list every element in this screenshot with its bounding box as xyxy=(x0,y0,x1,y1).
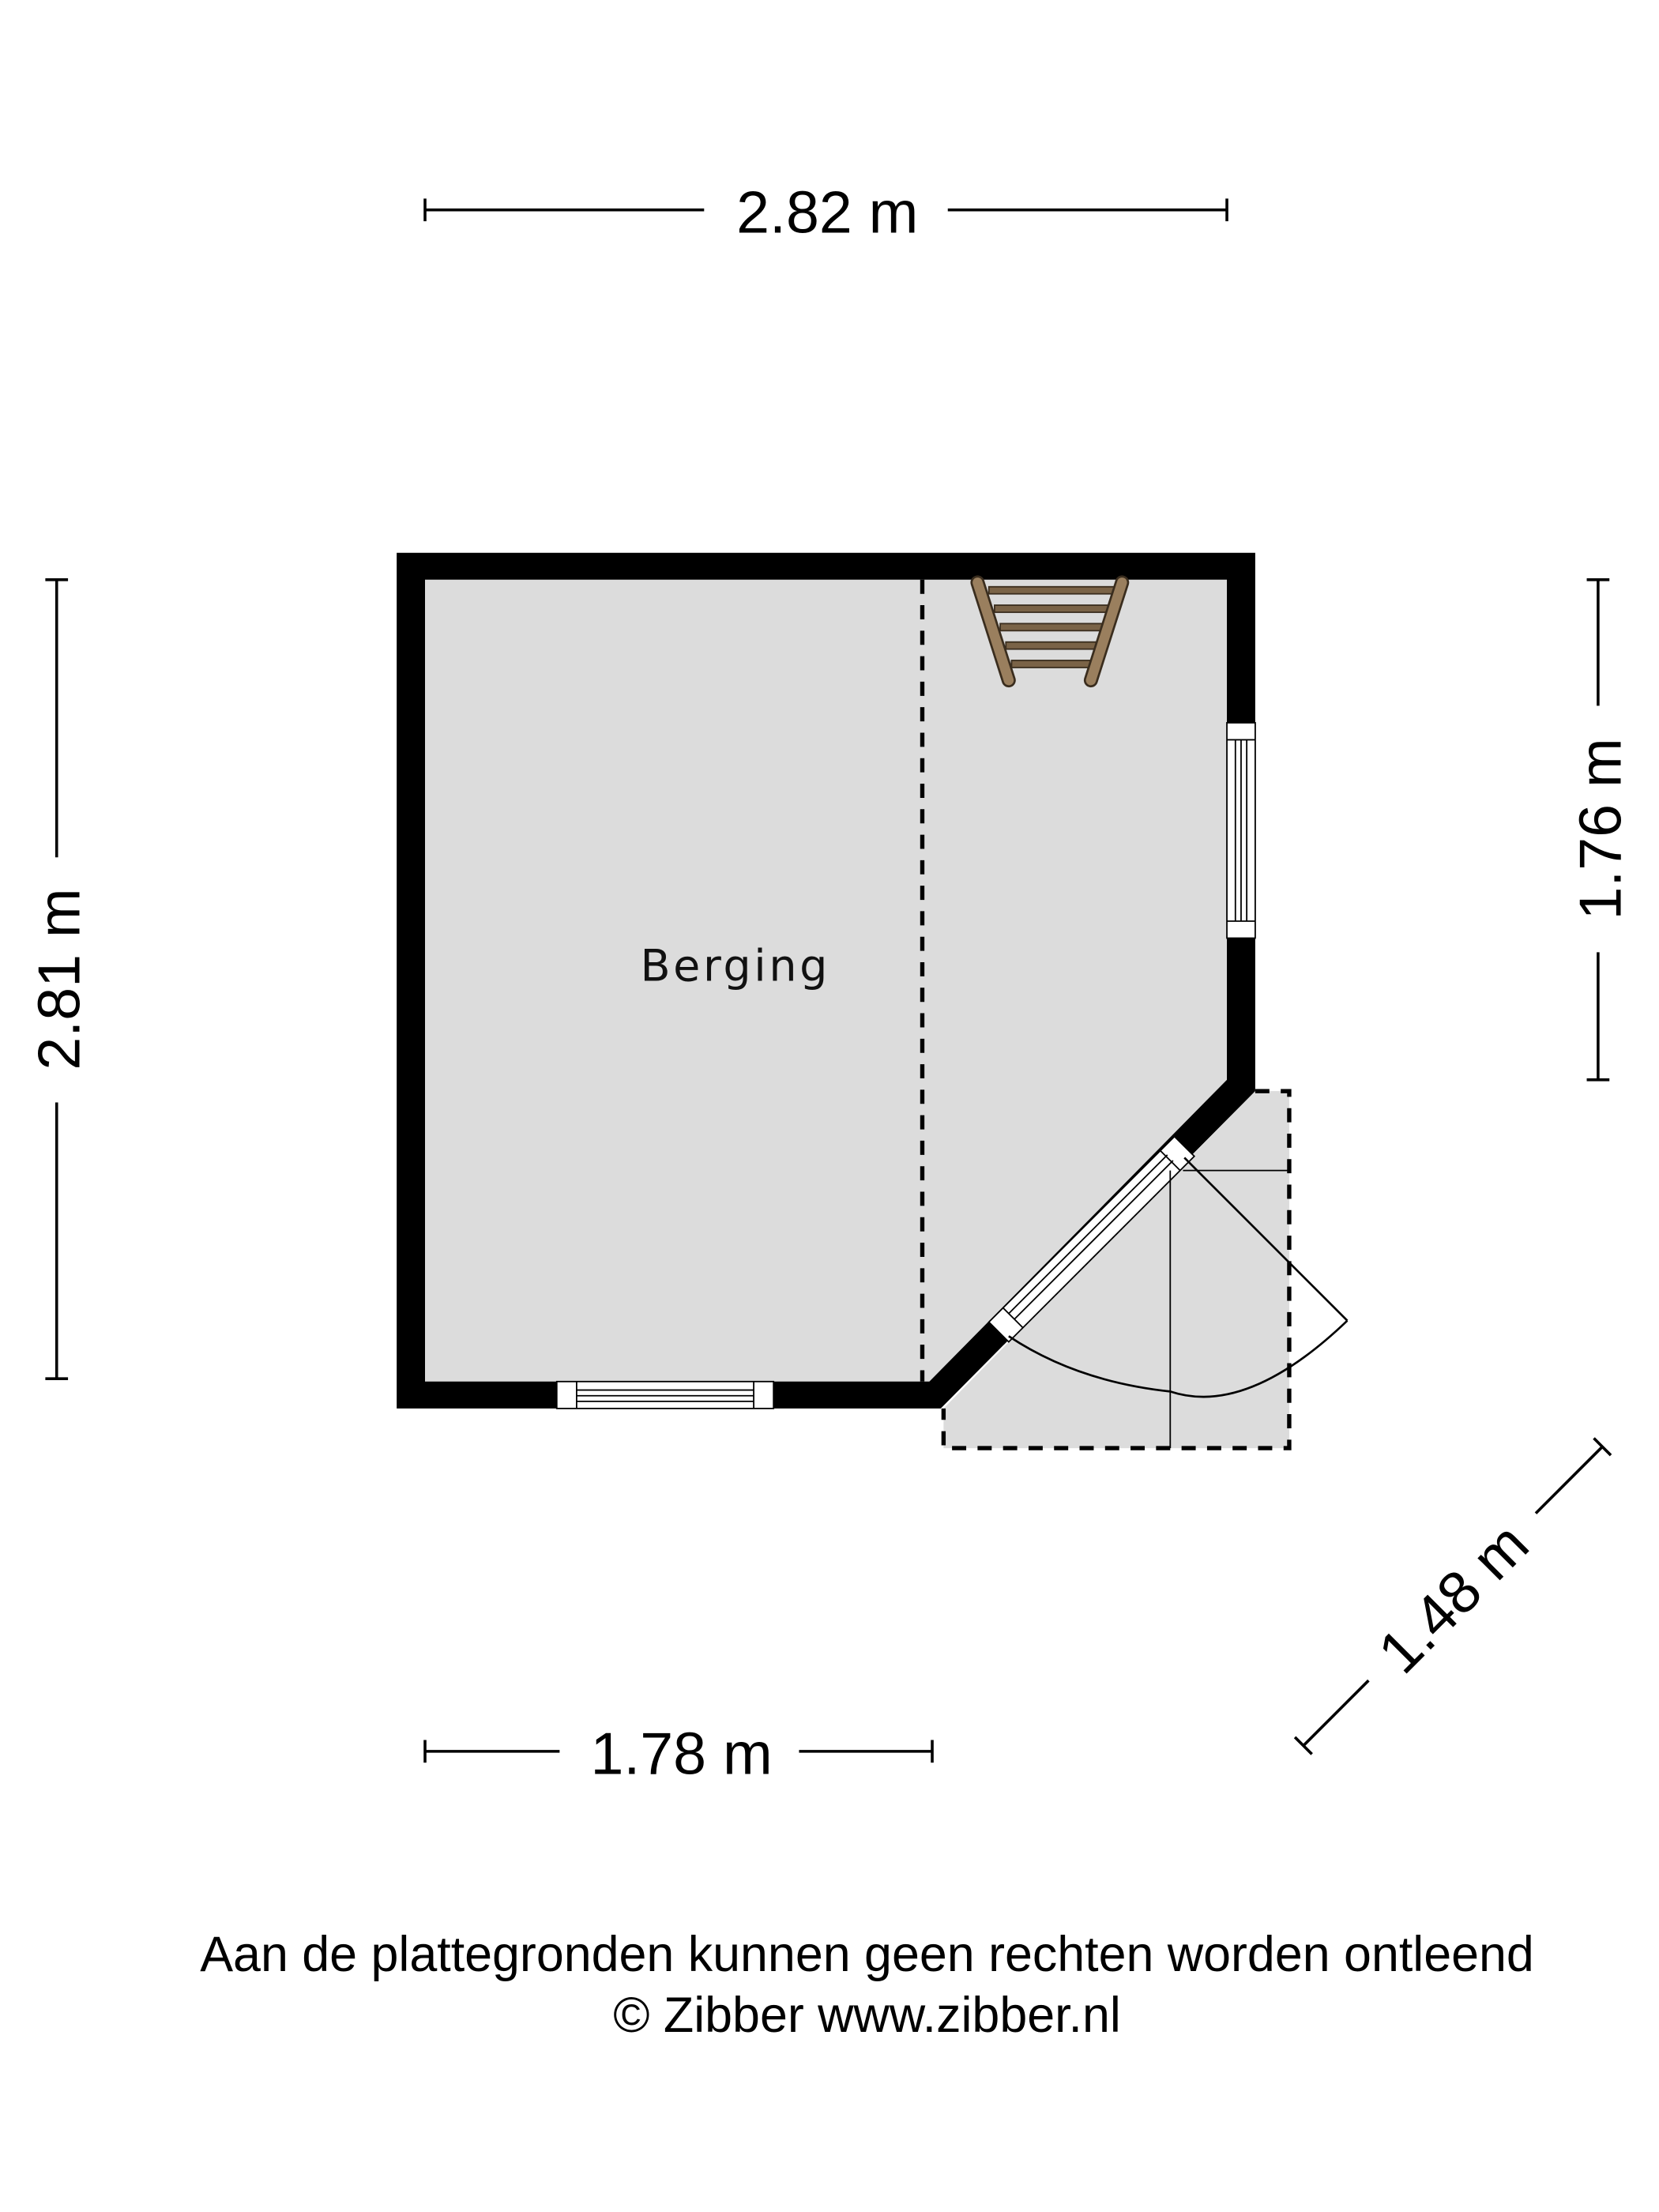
copyright-text: © Zibber www.zibber.nl xyxy=(613,1988,1121,2043)
dimension-diagonal: 1.48 m xyxy=(1293,1437,1612,1755)
dimension-right-label: 1.76 m xyxy=(1567,738,1634,920)
dimension-bottom-label: 1.78 m xyxy=(590,1721,772,1787)
door xyxy=(988,1135,1349,1449)
disclaimer-text: Aan de plattegronden kunnen geen rechten… xyxy=(200,1927,1534,1982)
outdoor-landing xyxy=(941,1089,1292,1450)
room-floor xyxy=(425,579,1228,1382)
dimension-top: 2.82 m xyxy=(423,179,1228,245)
ladder-icon xyxy=(970,575,1130,688)
room-label: Berging xyxy=(640,940,830,991)
window-right xyxy=(1226,722,1256,939)
dimension-top-label: 2.82 m xyxy=(736,179,918,245)
window-bottom xyxy=(555,1380,775,1409)
dimension-diagonal-label: 1.48 m xyxy=(1365,1510,1540,1686)
dimension-left-label: 2.81 m xyxy=(25,888,92,1070)
dimension-bottom: 1.78 m xyxy=(423,1721,934,1787)
dimension-left: 2.81 m xyxy=(25,577,92,1381)
dimension-right: 1.76 m xyxy=(1567,577,1634,1082)
